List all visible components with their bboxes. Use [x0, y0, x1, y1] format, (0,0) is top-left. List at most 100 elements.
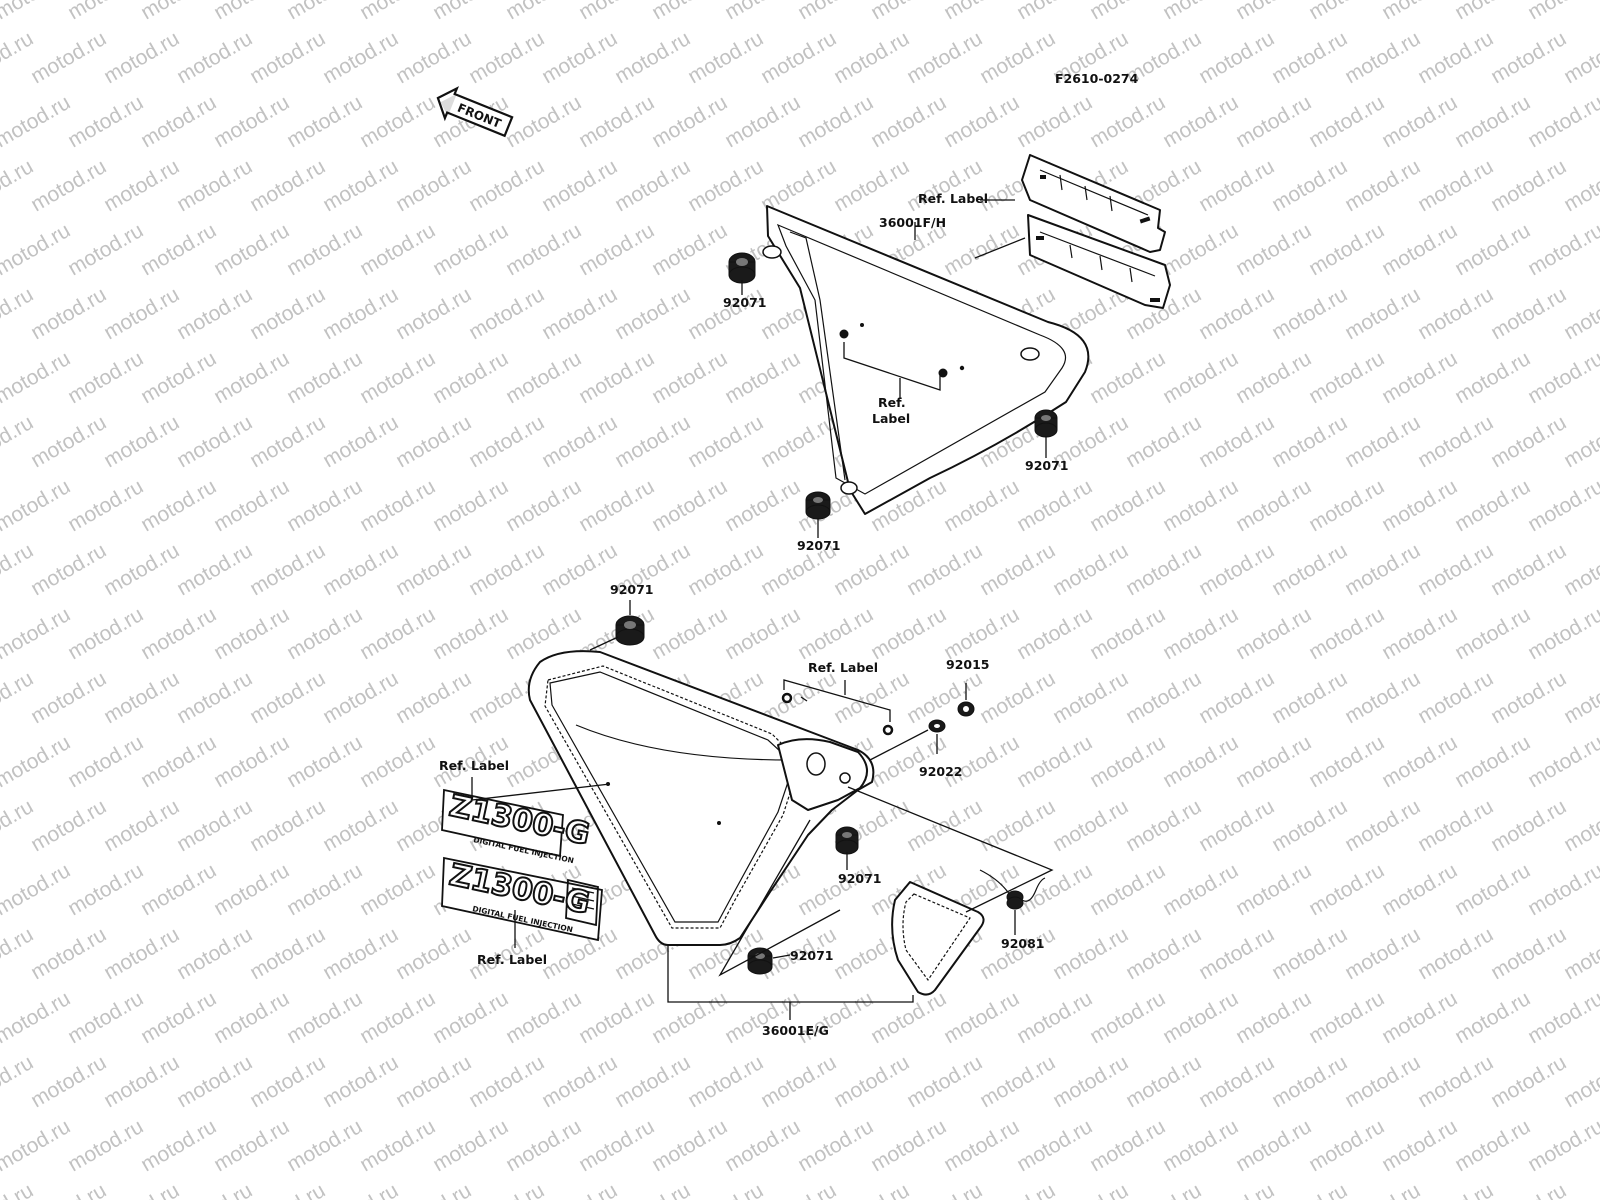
label-ref-label-bracket: Ref. Label — [918, 191, 988, 206]
watermark-text: motod.ru — [976, 1051, 1059, 1112]
watermark-text: motod.ru — [27, 923, 110, 984]
watermark-text: motod.ru — [1049, 1179, 1132, 1200]
watermark-text: motod.ru — [1232, 219, 1315, 280]
side-cover-upper — [762, 205, 1090, 515]
watermark-text: motod.ru — [283, 0, 366, 24]
grommet-lower-top-icon — [615, 615, 645, 646]
watermark-text: motod.ru — [137, 475, 220, 536]
watermark-text: motod.ru — [1560, 283, 1600, 344]
watermark-text: motod.ru — [210, 347, 293, 408]
watermark-text: motod.ru — [830, 1179, 913, 1200]
watermark-text: motod.ru — [1524, 1115, 1600, 1176]
watermark-text: motod.ru — [1232, 0, 1315, 24]
watermark-text: motod.ru — [1378, 603, 1461, 664]
watermark-text: motod.ru — [1341, 667, 1424, 728]
watermark-text: motod.ru — [319, 1051, 402, 1112]
watermark-text: motod.ru — [465, 283, 548, 344]
watermark-text: motod.ru — [1341, 155, 1424, 216]
watermark-text: motod.ru — [319, 923, 402, 984]
watermark-text: motod.ru — [684, 27, 767, 88]
watermark-text: motod.ru — [794, 603, 877, 664]
watermark-text: motod.ru — [940, 731, 1023, 792]
watermark-text: motod.ru — [1159, 0, 1242, 24]
watermark-text: motod.ru — [392, 155, 475, 216]
watermark-text: motod.ru — [575, 987, 658, 1048]
label-92071-lower-top: 92071 — [610, 582, 654, 597]
watermark-text: motod.ru — [173, 1051, 256, 1112]
watermark-text: motod.ru — [319, 411, 402, 472]
watermark-text: motod.ru — [575, 1115, 658, 1176]
watermark-text: motod.ru — [502, 347, 585, 408]
watermark-text: motod.ru — [538, 155, 621, 216]
watermark-text: motod.ru — [27, 1179, 110, 1200]
watermark-text: motod.ru — [1159, 859, 1242, 920]
grommet-upper-top-icon — [728, 252, 756, 284]
watermark-text: motod.ru — [137, 603, 220, 664]
watermark-text: motod.ru — [392, 923, 475, 984]
watermark-text: motod.ru — [684, 155, 767, 216]
watermark-text: motod.ru — [1159, 91, 1242, 152]
watermark-text: motod.ru — [976, 795, 1059, 856]
watermark-text: motod.ru — [1049, 923, 1132, 984]
watermark-text: motod.ru — [1159, 731, 1242, 792]
watermark-text: motod.ru — [27, 539, 110, 600]
front-arrow-icon: FRONT — [436, 86, 514, 138]
watermark-text: motod.ru — [100, 1051, 183, 1112]
watermark-text: motod.ru — [0, 539, 37, 600]
watermark-text: motod.ru — [137, 987, 220, 1048]
watermark-text: motod.ru — [1487, 923, 1570, 984]
label-36001fh: 36001F/H — [879, 215, 946, 230]
watermark-text: motod.ru — [1195, 411, 1278, 472]
watermark-text: motod.ru — [1086, 1115, 1169, 1176]
watermark-text: motod.ru — [246, 923, 329, 984]
watermark-text: motod.ru — [502, 219, 585, 280]
watermark-text: motod.ru — [1122, 411, 1205, 472]
watermark-text: motod.ru — [1268, 667, 1351, 728]
watermark-text: motod.ru — [1232, 987, 1315, 1048]
label-ref-label-lower-left: Ref. Label — [439, 758, 509, 773]
watermark-text: motod.ru — [1305, 475, 1388, 536]
watermark-text: motod.ru — [137, 859, 220, 920]
label-92071-upper-top: 92071 — [723, 295, 767, 310]
watermark-text: motod.ru — [1378, 987, 1461, 1048]
label-ref-label-lower-bottom: Ref. Label — [477, 952, 547, 967]
watermark-text: motod.ru — [246, 411, 329, 472]
watermark-text: motod.ru — [0, 475, 74, 536]
watermark-text: motod.ru — [1013, 475, 1096, 536]
watermark-text: motod.ru — [0, 923, 37, 984]
watermark-text: motod.ru — [794, 1115, 877, 1176]
watermark-text: motod.ru — [210, 1115, 293, 1176]
watermark-text: motod.ru — [392, 539, 475, 600]
watermark-text: motod.ru — [502, 475, 585, 536]
watermark-text: motod.ru — [100, 923, 183, 984]
watermark-text: motod.ru — [27, 283, 110, 344]
watermark-text: motod.ru — [1195, 27, 1278, 88]
watermark-text: motod.ru — [684, 1179, 767, 1200]
watermark-text: motod.ru — [0, 219, 74, 280]
watermark-text: motod.ru — [173, 155, 256, 216]
watermark-text: motod.ru — [210, 731, 293, 792]
watermark-text: motod.ru — [1122, 1179, 1205, 1200]
watermark-text: motod.ru — [246, 283, 329, 344]
watermark-text: motod.ru — [648, 603, 731, 664]
watermark-text: motod.ru — [1524, 731, 1600, 792]
watermark-text: motod.ru — [429, 475, 512, 536]
watermark-text: motod.ru — [0, 1051, 37, 1112]
watermark-text: motod.ru — [757, 1051, 840, 1112]
watermark-text: motod.ru — [684, 539, 767, 600]
watermark-text: motod.ru — [1560, 155, 1600, 216]
washer-92015-icon — [957, 701, 975, 717]
watermark-text: motod.ru — [137, 731, 220, 792]
watermark-text: motod.ru — [830, 667, 913, 728]
watermark-text: motod.ru — [1086, 859, 1169, 920]
watermark-text: motod.ru — [1049, 667, 1132, 728]
watermark-text: motod.ru — [27, 667, 110, 728]
watermark-text: motod.ru — [1232, 347, 1315, 408]
watermark-text: motod.ru — [1341, 1051, 1424, 1112]
label-92022: 92022 — [919, 764, 963, 779]
watermark-text: motod.ru — [1560, 923, 1600, 984]
watermark-text: motod.ru — [392, 1051, 475, 1112]
watermark-text: motod.ru — [1305, 0, 1388, 24]
watermark-text: motod.ru — [1086, 347, 1169, 408]
